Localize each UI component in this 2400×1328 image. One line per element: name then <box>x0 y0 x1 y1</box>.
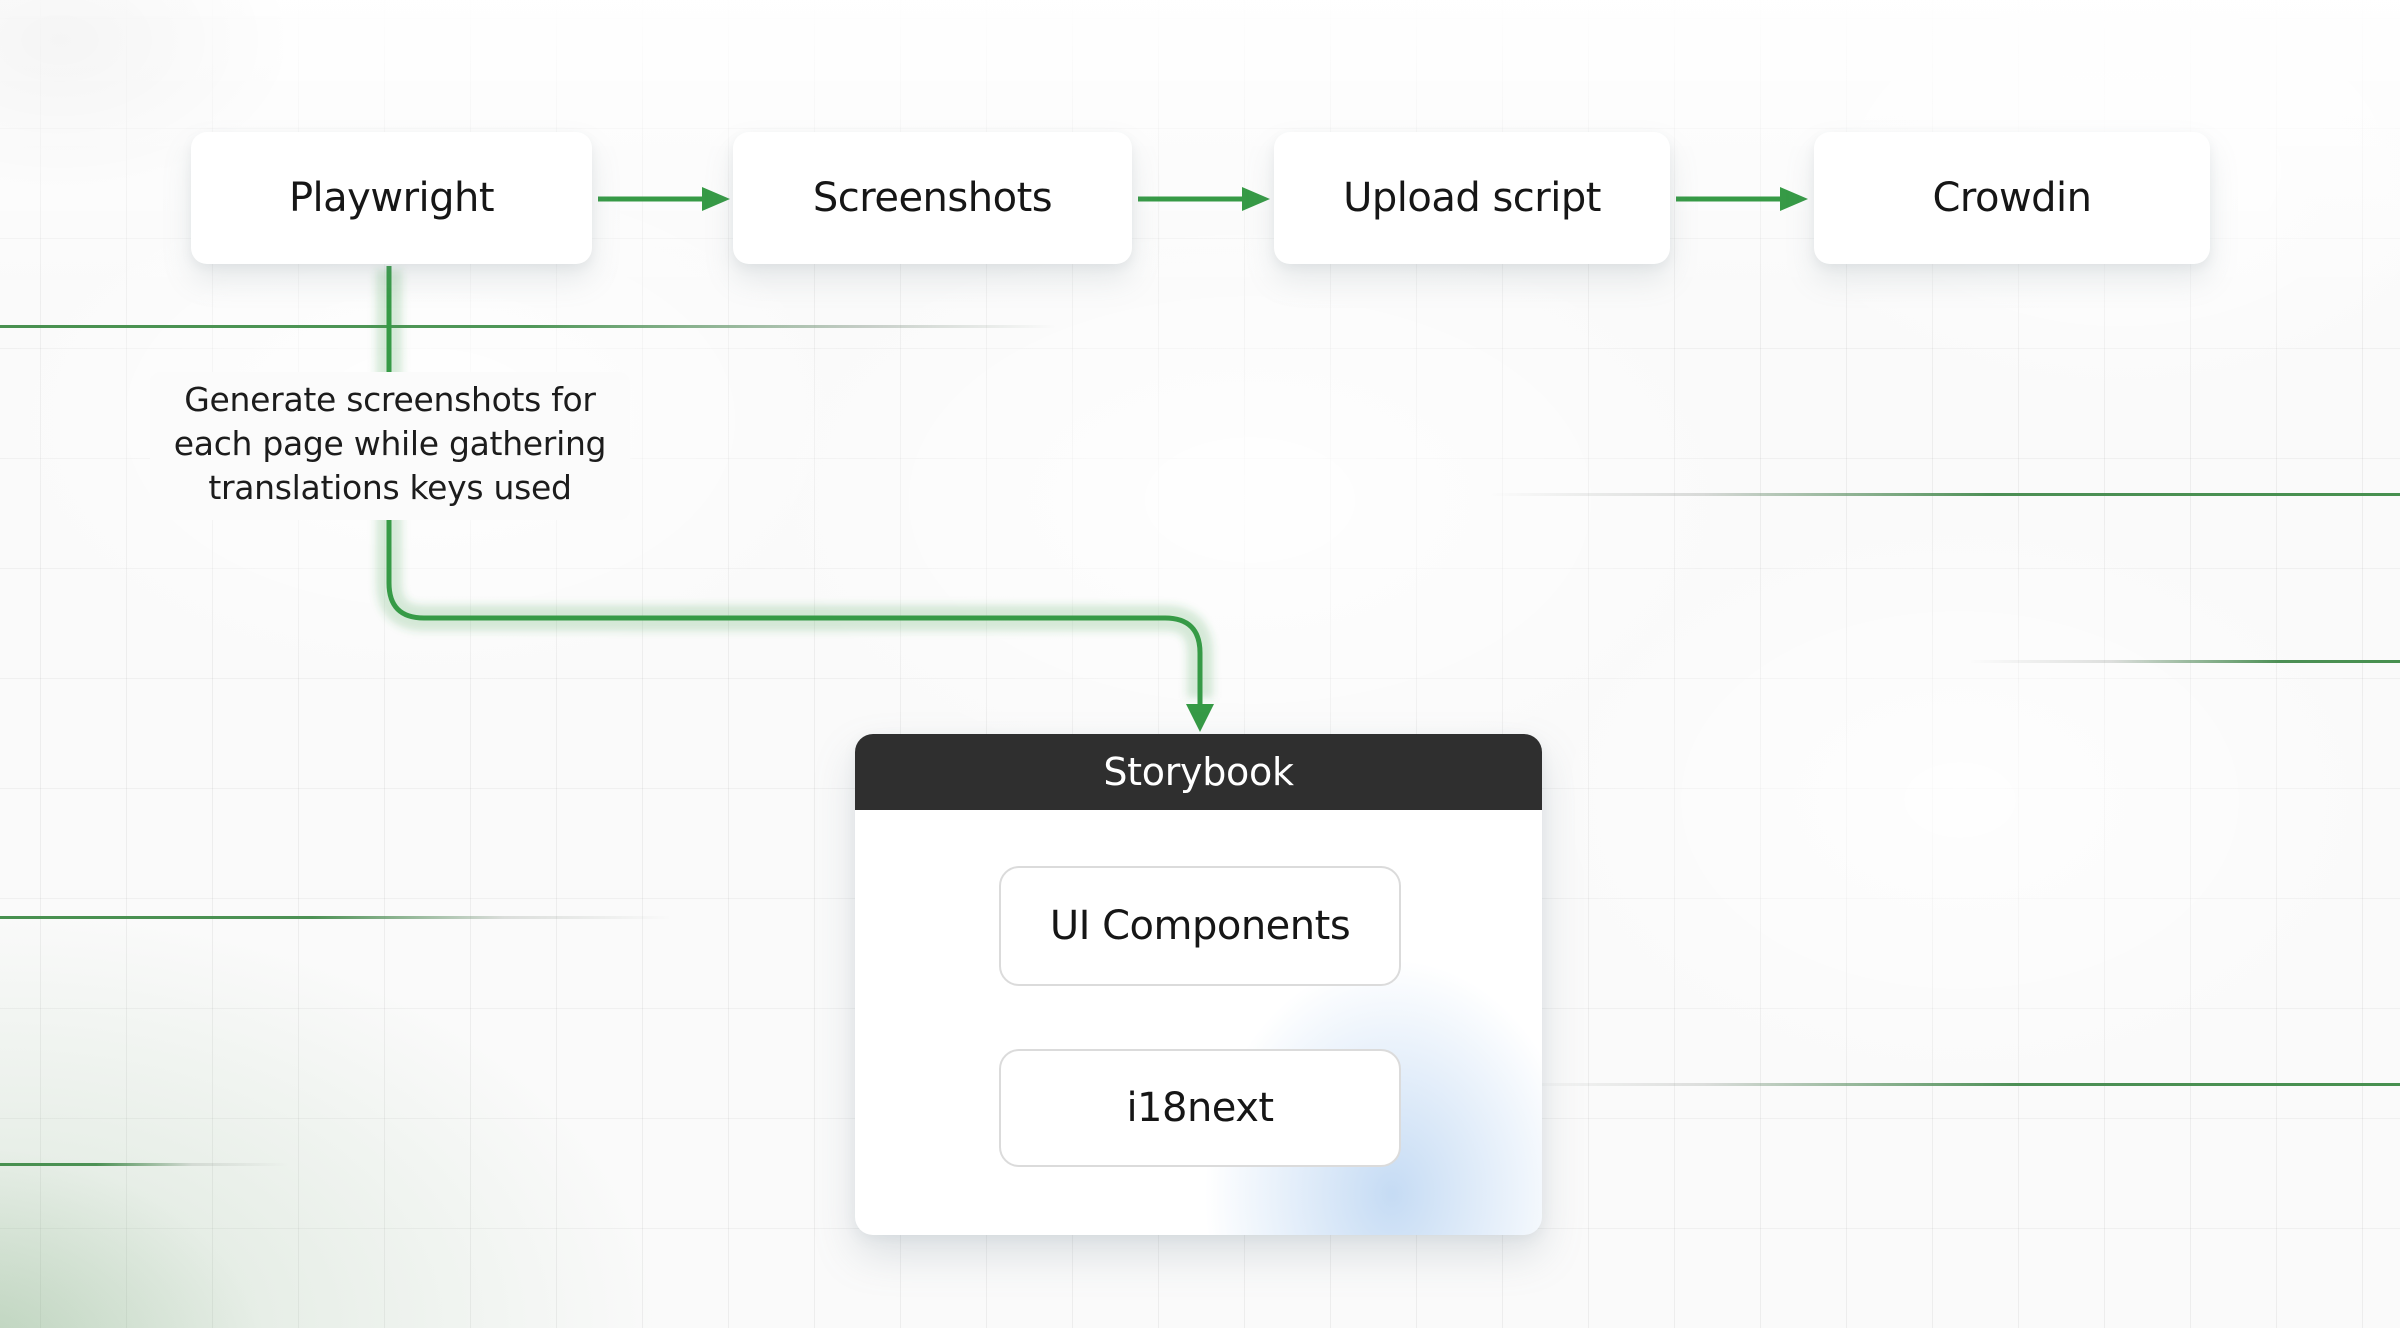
arrow-playwright-screenshots <box>598 186 730 212</box>
flow-node-label: Crowdin <box>1932 175 2092 221</box>
arrow-upload-script-crowdin <box>1676 186 1808 212</box>
flow-node-upload-script: Upload script <box>1274 132 1670 264</box>
flow-node-label: UI Components <box>1049 903 1351 949</box>
flow-node-ui-components: UI Components <box>999 866 1401 986</box>
annotation-note: Generate screenshots for each page while… <box>150 372 630 520</box>
flow-node-label: Playwright <box>288 175 495 221</box>
arrow-screenshots-upload-script <box>1138 186 1270 212</box>
flow-node-screenshots: Screenshots <box>733 132 1132 264</box>
flow-node-label: i18next <box>1126 1085 1274 1131</box>
connector-playwright-storybook <box>376 266 1214 732</box>
flow-node-label: Upload script <box>1343 175 1601 221</box>
accent-line-left-top <box>0 325 2400 328</box>
arrowhead-right-icon <box>1242 187 1270 211</box>
storybook-header: Storybook <box>855 734 1542 810</box>
accent-line-right-upper <box>0 493 2400 496</box>
flow-node-crowdin: Crowdin <box>1814 132 2210 264</box>
arrowhead-right-icon <box>702 187 730 211</box>
storybook-title: Storybook <box>1103 750 1294 794</box>
arrowhead-right-icon <box>1780 187 1808 211</box>
annotation-line: translations keys used <box>208 468 572 507</box>
annotation-line: Generate screenshots for <box>184 380 596 419</box>
annotation-line: each page while gathering <box>173 424 607 463</box>
flow-node-i18next: i18next <box>999 1049 1401 1167</box>
storybook-card: Storybook UI Components i18next <box>855 734 1542 1235</box>
arrowhead-down-icon <box>1186 704 1214 732</box>
flow-node-label: Screenshots <box>812 175 1053 221</box>
flow-node-playwright: Playwright <box>191 132 592 264</box>
